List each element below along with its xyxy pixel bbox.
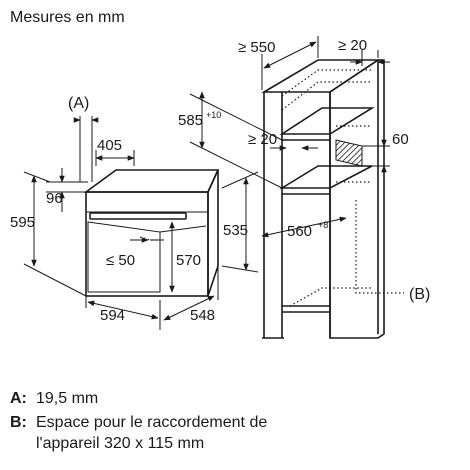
dim-vent: 60 — [392, 131, 409, 148]
cabinet-top — [261, 59, 381, 93]
dim-depth-min: ≥ 550 — [238, 39, 275, 56]
dim-594: 594 — [100, 307, 125, 324]
callout-a-label: (A) — [68, 95, 89, 112]
dim-top-gap: ≥ 20 — [338, 37, 367, 54]
dim-line-550 — [263, 41, 317, 69]
dim-line-560 — [261, 216, 347, 238]
dim-570: 570 — [176, 252, 201, 269]
dim-niche-height-tol: +10 — [206, 110, 221, 120]
callout-b-leader — [355, 200, 404, 294]
dim-niche-height: 585 — [178, 112, 203, 129]
legend-a-key: A: — [10, 390, 27, 407]
dim-548: 548 — [190, 307, 215, 324]
legend-b-key: B: — [10, 414, 27, 431]
oven-top — [83, 169, 220, 193]
dim-rear-gap: ≥ 20 — [248, 131, 277, 148]
dim-96: 96 — [46, 190, 63, 207]
cabinet-drawing — [261, 59, 385, 339]
dim-niche-width: 560 — [287, 223, 312, 240]
dim-405: 405 — [97, 137, 122, 154]
vent-hatch — [335, 139, 363, 167]
dim-line-548 — [163, 295, 215, 321]
dim-595: 595 — [10, 214, 35, 231]
dim-535: 535 — [223, 222, 248, 239]
oven-side — [207, 169, 219, 297]
callout-b-label: (B) — [409, 286, 430, 303]
dim-niche-width-tol: +8 — [318, 220, 328, 230]
dim-line-594 — [87, 300, 159, 320]
oven-drawing — [83, 169, 220, 297]
legend-a-text: 19,5 mm — [36, 390, 98, 407]
legend: A: 19,5 mm B: Espace pour le raccordemen… — [10, 390, 267, 452]
legend-b-text-line1: Espace pour le raccordement de — [36, 414, 267, 431]
oven-front — [85, 191, 209, 297]
oven-handle — [89, 212, 187, 220]
legend-b-text-line2: l'appareil 320 x 115 mm — [36, 435, 204, 452]
dim-door-clearance: ≤ 50 — [106, 252, 135, 269]
units-label: Mesures en mm — [10, 9, 125, 26]
